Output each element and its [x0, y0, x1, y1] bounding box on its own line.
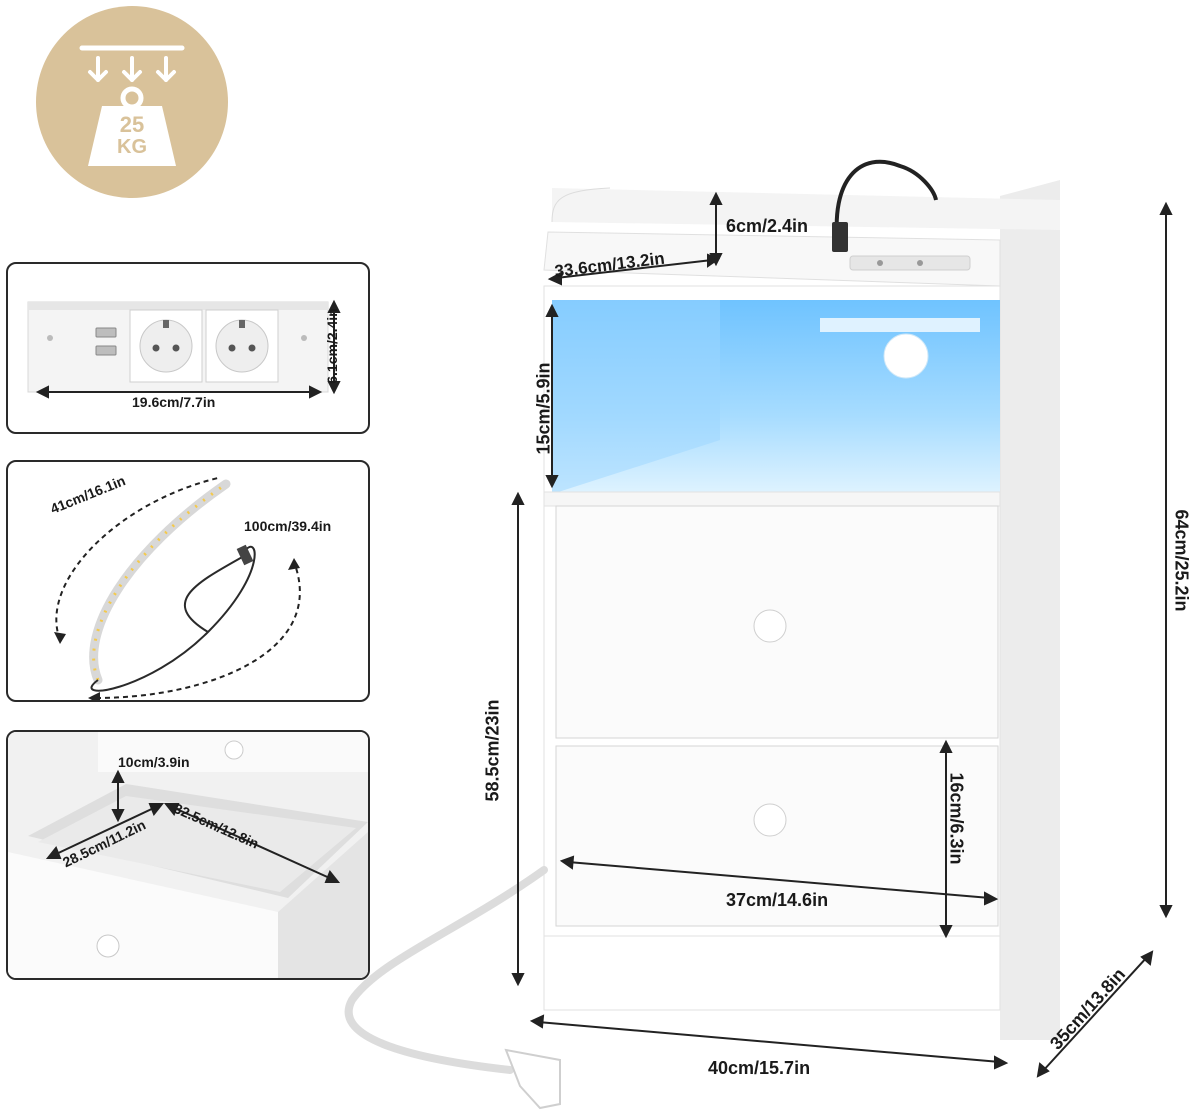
weight-value: 25	[119, 112, 145, 137]
usb-plug-icon	[832, 222, 848, 252]
led-open-shelf	[552, 300, 1000, 494]
weight-load-icon	[79, 45, 185, 166]
top-rail-height-label: 6cm/2.4in	[726, 216, 809, 236]
led-cable-length-label: 100cm/39.4in	[244, 518, 332, 534]
power-socket-icon	[129, 309, 203, 383]
usb-plug-icon	[236, 544, 254, 566]
usb-ports-icon	[95, 327, 117, 356]
socket-height-label: 6.1cm/2.4in	[323, 308, 340, 384]
drawer-width-label: 37cm/14.6in	[726, 890, 829, 910]
socket-width-label: 19.6cm/7.7in	[132, 394, 216, 410]
drawer-interior-panel: 10cm/3.9in 28.5cm/11.2in 32.5cm/12.8in	[6, 730, 370, 980]
depth-label: 35cm/13.8in	[1046, 964, 1130, 1054]
drawer-knob-icon	[224, 740, 244, 760]
power-socket-icon-2	[205, 309, 279, 383]
socket-detail-panel: 19.6cm/7.7in 6.1cm/2.4in	[6, 262, 370, 434]
cable-hole-icon	[883, 333, 929, 379]
drawer-2-knob-icon	[753, 803, 787, 837]
led-strip-panel: 41cm/16.1in 100cm/39.4in	[6, 460, 370, 702]
width-label: 40cm/15.7in	[708, 1058, 811, 1078]
weight-unit: KG	[117, 136, 147, 158]
top-power-strip	[849, 255, 971, 271]
power-plug-icon	[504, 1048, 561, 1110]
drawer-1	[555, 505, 999, 739]
weight-capacity-badge: 25 KG	[36, 6, 228, 198]
drawer-front-knob-icon	[96, 934, 120, 958]
total-height-label: 64cm/25.2in	[1171, 509, 1192, 612]
body-height-label: 58.5cm/23in	[482, 699, 503, 802]
drawer-1-knob-icon	[753, 609, 787, 643]
drawer-height-label: 16cm/6.3in	[946, 772, 967, 865]
drawer-depth-label: 10cm/3.9in	[118, 754, 190, 770]
top-depth-label: 33.6cm/13.2in	[553, 248, 666, 282]
open-shelf-height-label: 15cm/5.9in	[533, 362, 554, 455]
